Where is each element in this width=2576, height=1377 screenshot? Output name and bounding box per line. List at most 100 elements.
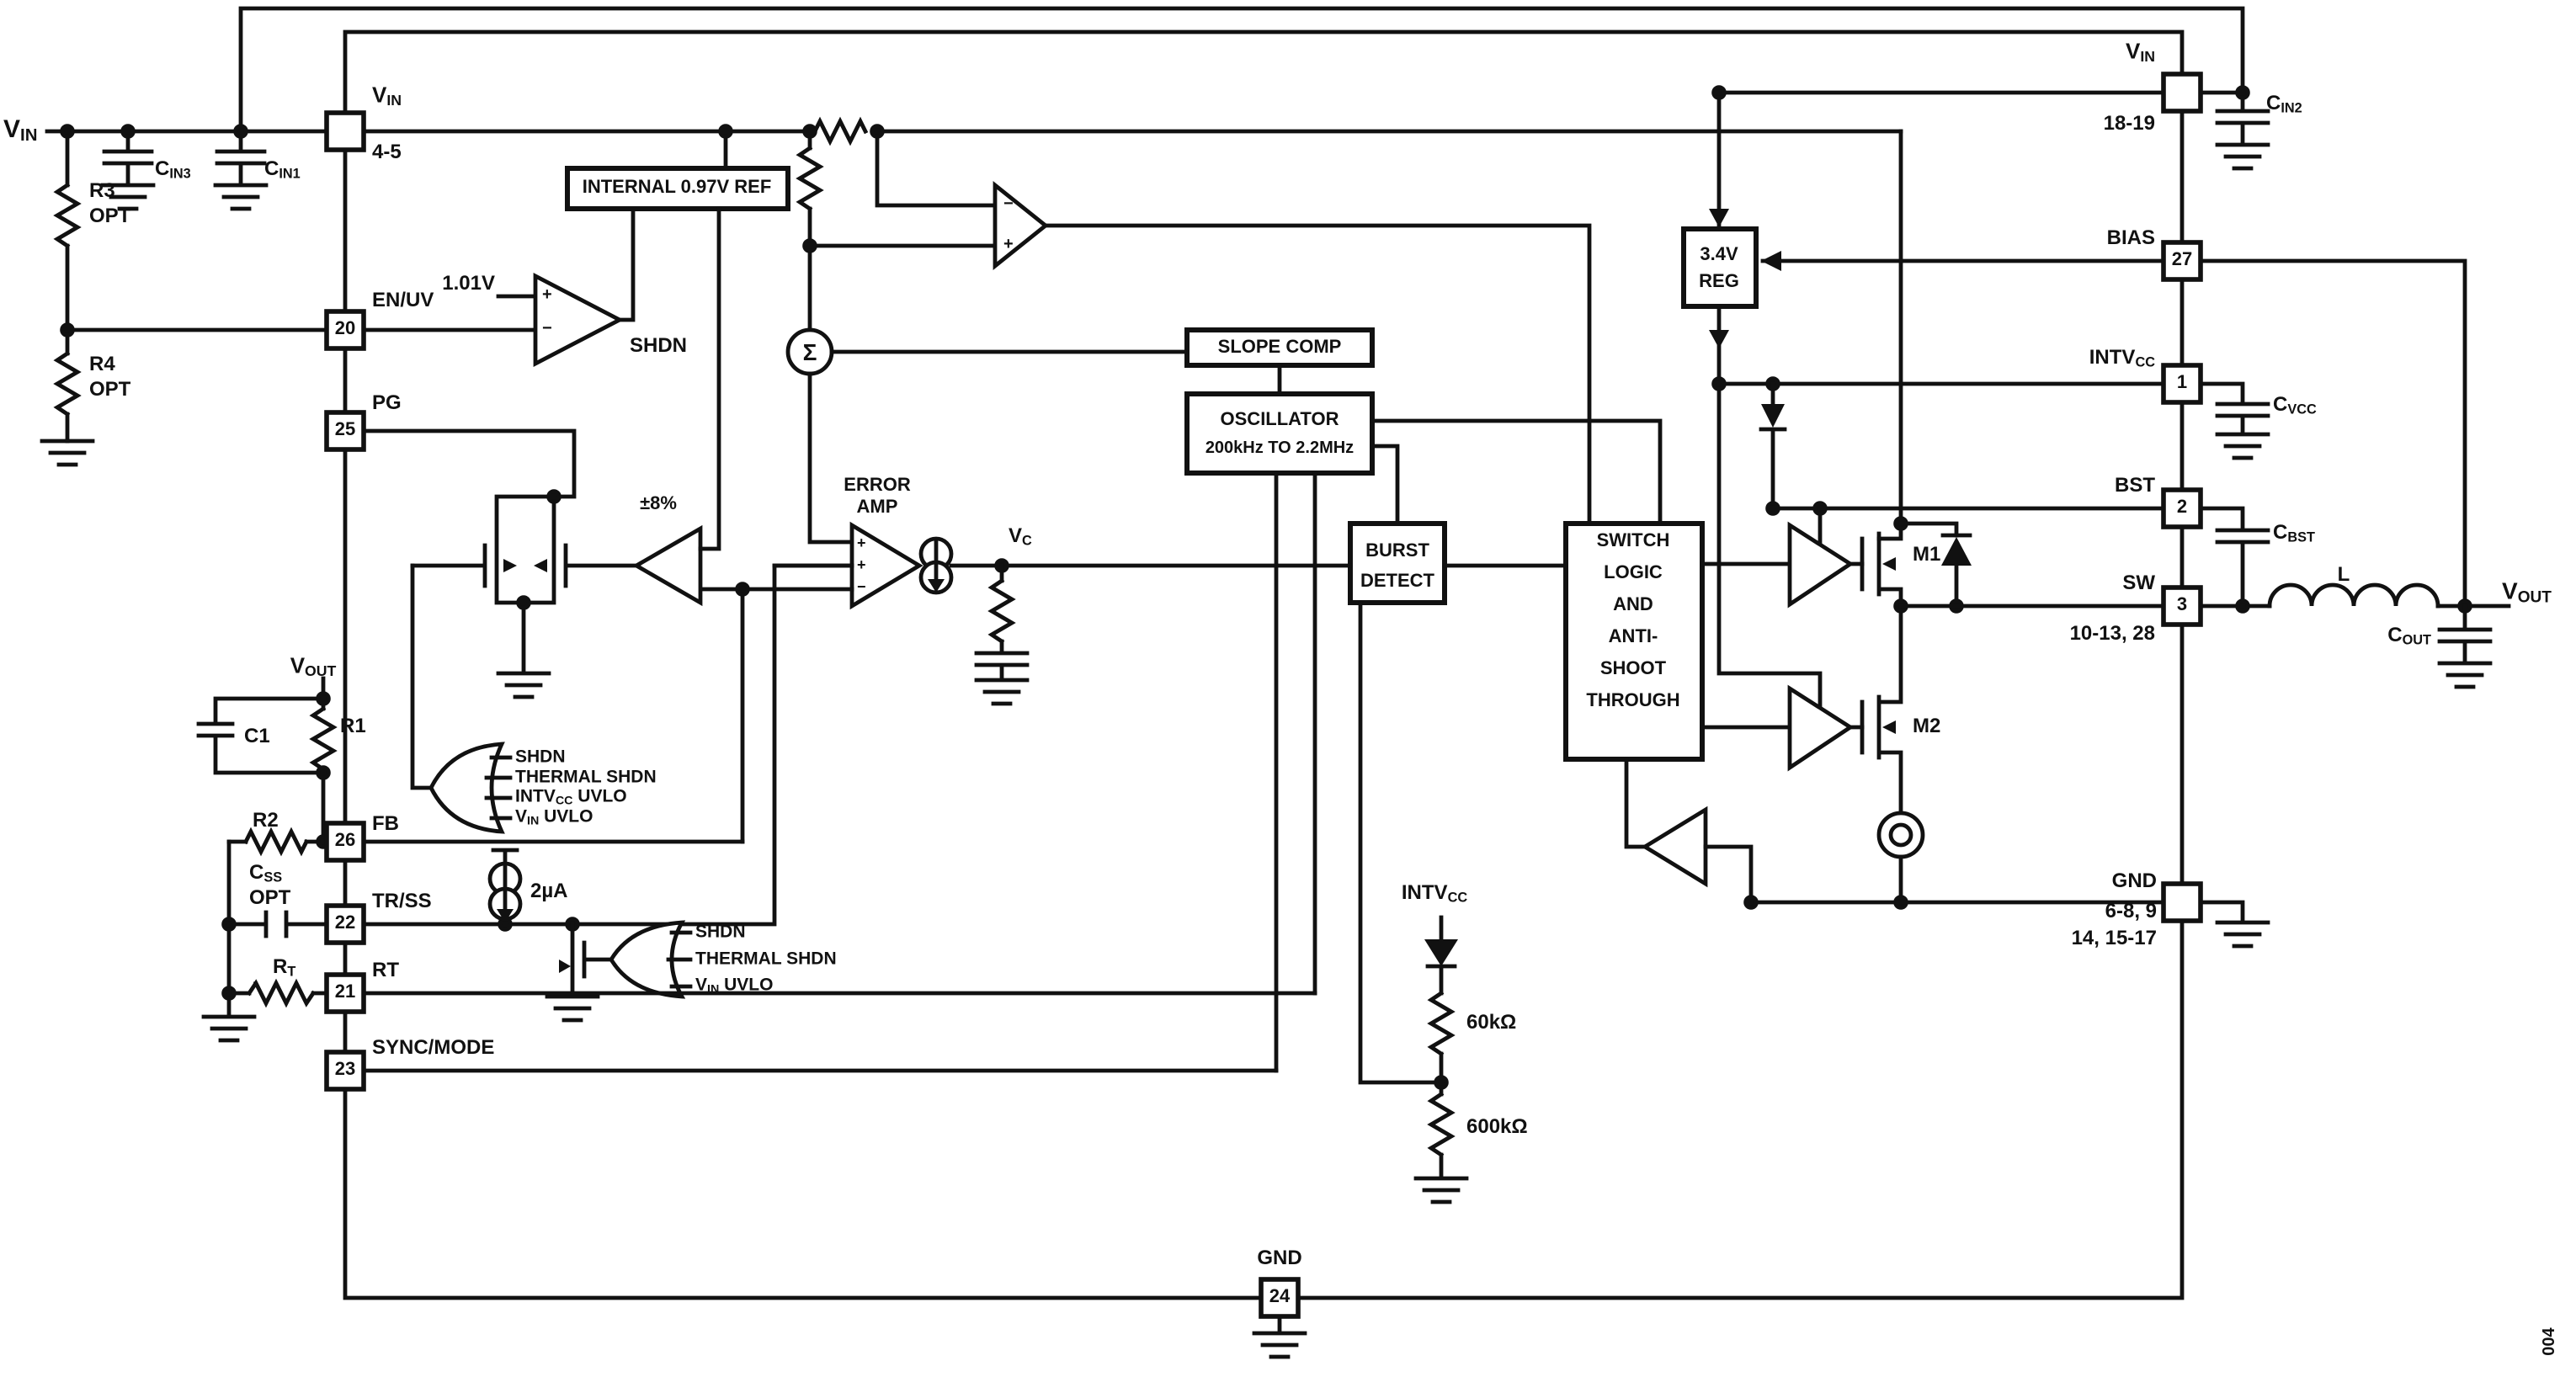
label-or1-intvcc-uvlo: INTVCC UVLO [515, 786, 627, 808]
label-c1: C1 [244, 724, 270, 747]
label-cmp1-plus: + [542, 286, 552, 305]
label-shdn-comp-out: SHDN [630, 333, 688, 357]
label-sl-5: SHOOT [1599, 659, 1667, 679]
label-pin21: 21 [334, 982, 356, 1002]
label-r600k: 600kΩ [1466, 1114, 1528, 1138]
label-rt-res: RT [273, 954, 296, 980]
label-pin-bias-name: BIAS [2106, 226, 2155, 249]
label-sl-3: AND [1613, 595, 1653, 615]
label-gnd-right-nums1: 6-8, 9 [2105, 899, 2157, 922]
rt-sync-wires [361, 991, 1317, 1073]
label-m2: M2 [1913, 714, 1941, 737]
label-pin3: 3 [2176, 595, 2188, 615]
gate-drivers [1787, 521, 1865, 772]
gnd24-network [1252, 1314, 1307, 1359]
label-cin2: CIN2 [2266, 91, 2302, 116]
label-pin2: 2 [2176, 497, 2188, 518]
label-gnd-right-nums2: 14, 15-17 [2071, 926, 2157, 949]
label-ea-plus1: + [857, 534, 866, 551]
label-cin1: CIN1 [264, 157, 301, 182]
mosfet-m1 [1860, 531, 1903, 609]
oscillator-block [1184, 391, 1663, 1073]
label-pin1: 1 [2176, 373, 2188, 393]
slope-comp-block [1184, 327, 1375, 396]
label-or1-shdn: SHDN [515, 747, 566, 768]
label-sl-2: LOGIC [1604, 563, 1663, 583]
label-pin-trss-name: TR/SS [372, 889, 432, 912]
label-pin-sync-name: SYNC/MODE [372, 1035, 495, 1059]
label-pin-vin-left-name: VIN [372, 82, 402, 109]
label-pm8: ±8% [640, 494, 677, 514]
label-gnd24: GND [1257, 1246, 1302, 1269]
label-vc: VC [1009, 524, 1032, 549]
label-l-ind: L [2337, 562, 2350, 586]
label-pin23: 23 [334, 1060, 356, 1080]
label-pin25: 25 [334, 420, 356, 440]
label-osc-2: 200kHz TO 2.2MHz [1205, 439, 1355, 458]
mosfet-m2 [1860, 598, 1925, 910]
bootstrap-diode [1759, 381, 1787, 511]
label-ea-minus: − [857, 578, 866, 595]
label-vin-input: VIN [3, 114, 38, 146]
label-erroramp-2: AMP [856, 497, 898, 518]
label-pin-sw-nums: 10-13, 28 [2069, 621, 2155, 645]
label-pin-sw-name: SW [2122, 571, 2155, 594]
vin-input-network [40, 124, 329, 467]
switch-logic-block [1563, 521, 1792, 762]
label-r3-opt: OPT [89, 204, 131, 227]
label-ref-101v: 1.01V [442, 271, 495, 295]
label-sl-4: ANTI- [1608, 627, 1658, 647]
label-burst-2: DETECT [1360, 572, 1434, 592]
gnd-right-network [2198, 900, 2270, 949]
label-or2-vin-uvlo: VIN UVLO [695, 975, 774, 997]
label-pin24: 24 [1269, 1287, 1291, 1307]
pg-or-gate [410, 563, 513, 834]
intvcc-rail [1711, 376, 2166, 710]
label-cmp-top-minus: − [1003, 195, 1014, 214]
label-osc-1: OSCILLATOR [1220, 410, 1339, 430]
label-r4-opt: OPT [89, 377, 131, 401]
label-pin26: 26 [334, 831, 356, 851]
label-pin-pg-name: PG [372, 391, 402, 414]
label-pin-bst-name: BST [2115, 473, 2155, 497]
label-burst-1: BURST [1365, 541, 1429, 561]
label-intvcc-div: INTVCC [1401, 880, 1468, 906]
label-sigma: Σ [802, 338, 817, 365]
label-m1: M1 [1913, 542, 1941, 566]
label-pin20: 20 [334, 319, 356, 339]
label-vout-right: VOUT [2502, 577, 2552, 608]
label-or1-vin-uvlo: VIN UVLO [515, 806, 593, 828]
label-erroramp-1: ERROR [844, 476, 911, 496]
label-vout-left: VOUT [290, 652, 337, 679]
label-or2-thermal: THERMAL SHDN [695, 949, 837, 970]
label-pin-vin-right-nums: 18-19 [2103, 111, 2155, 135]
vin-power-rail [1876, 129, 1908, 541]
label-css: CSS [249, 860, 283, 885]
cbst-network [2198, 506, 2270, 609]
label-reg-2: REG [1699, 272, 1739, 292]
body-diode-m1 [1898, 521, 1972, 614]
label-r2: R2 [253, 808, 279, 832]
label-ua2: 2µA [530, 879, 568, 902]
label-sl-1: SWITCH [1596, 531, 1670, 551]
label-cmp1-minus: − [542, 320, 552, 338]
fb-divider-network [196, 676, 745, 1043]
label-pin-enuv-name: EN/UV [372, 288, 434, 311]
label-or2-shdn: SHDN [695, 922, 746, 943]
label-pin-fb-name: FB [372, 811, 399, 835]
error-amp [698, 521, 1353, 706]
sw-output-network [2198, 582, 2511, 689]
label-ea-plus2: + [857, 556, 866, 573]
label-css-opt: OPT [249, 885, 291, 909]
label-pin-vin-left-nums: 4-5 [372, 140, 402, 163]
label-slope-comp: SLOPE COMP [1217, 338, 1342, 358]
label-reg-1: 3.4V [1700, 245, 1738, 265]
label-pin-vin-right-name: VIN [2125, 38, 2155, 65]
label-gnd-right-name: GND [2111, 869, 2157, 892]
label-cvcc: CVCC [2273, 392, 2317, 417]
label-cout: COUT [2387, 623, 2431, 648]
label-r1: R1 [340, 714, 366, 737]
label-pin-intvcc-name: INTVCC [2089, 345, 2155, 370]
